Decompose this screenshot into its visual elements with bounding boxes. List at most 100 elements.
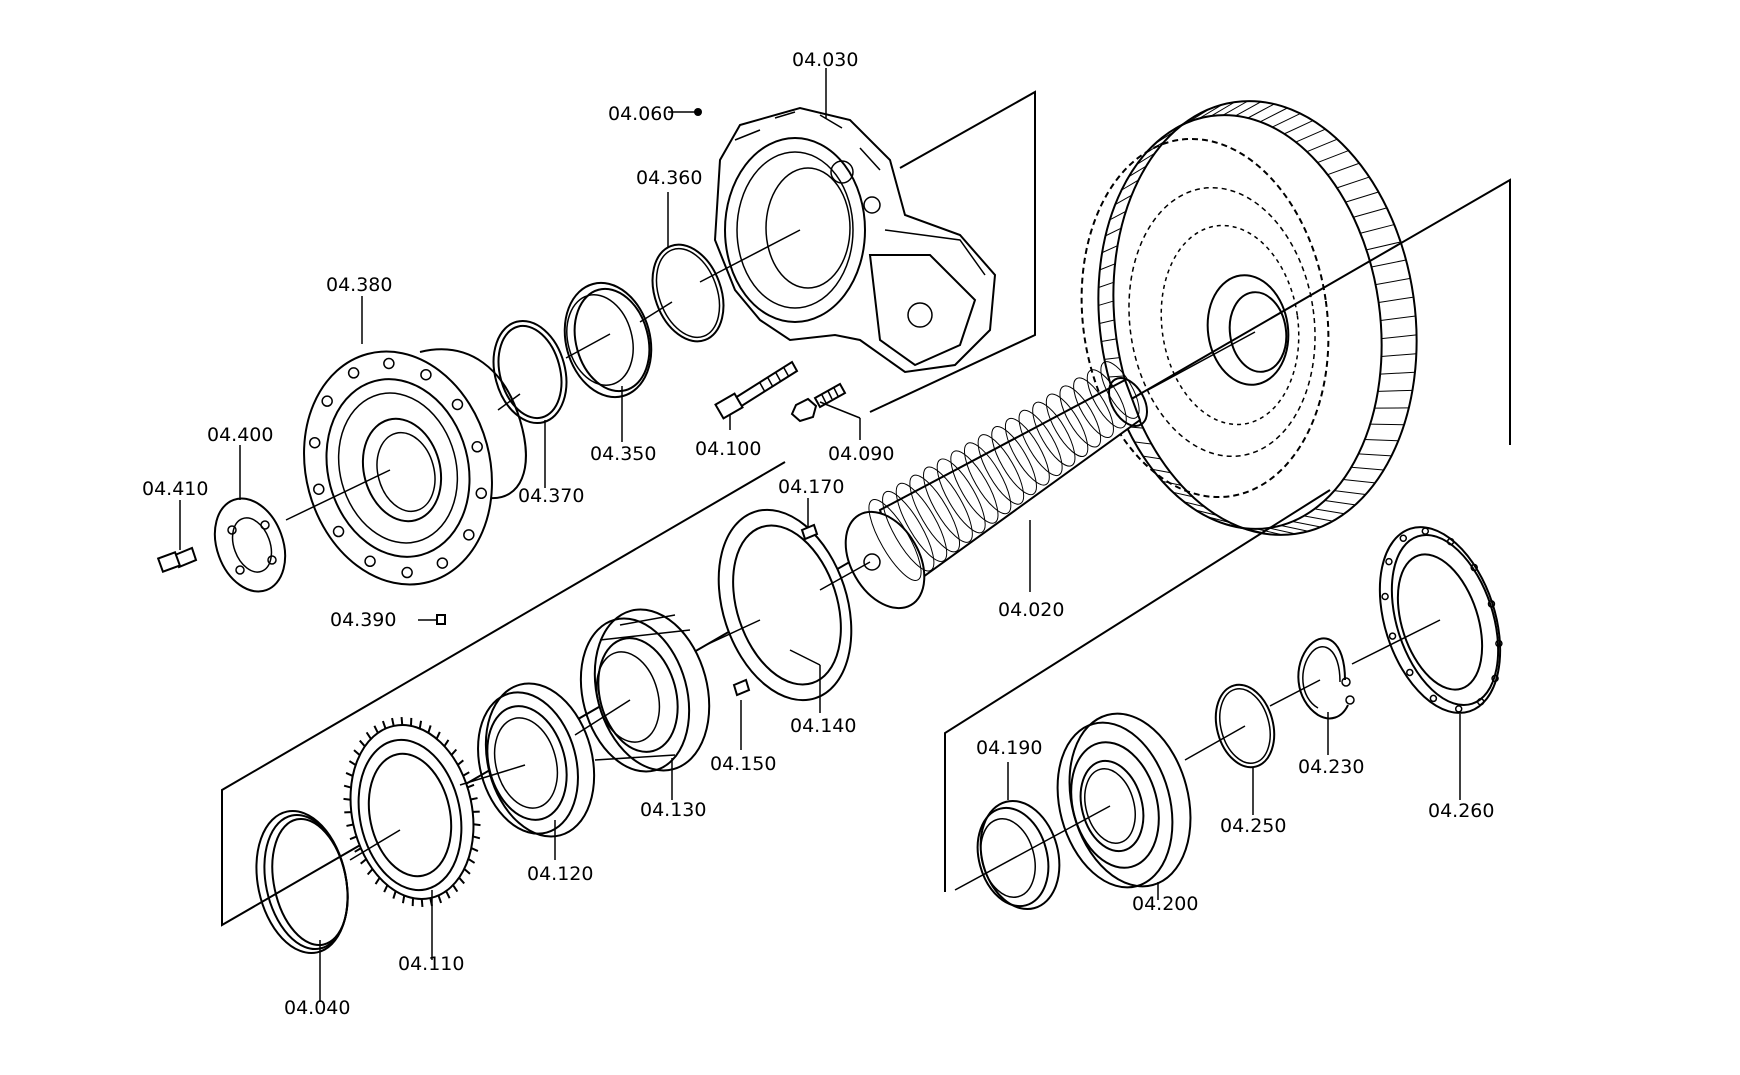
seal-04040-part <box>244 802 360 961</box>
label-04200: 04.200 <box>1132 893 1198 915</box>
spur-gear-tooth <box>349 761 355 765</box>
gear-tooth <box>1328 163 1360 174</box>
label-04140: 04.140 <box>790 715 856 737</box>
spur-gear-tooth <box>360 741 365 747</box>
gear-tooth <box>1365 439 1398 440</box>
spur-gear-tooth <box>350 837 357 840</box>
spur-gear-tooth <box>346 824 353 825</box>
label-04410: 04.410 <box>142 478 208 500</box>
spur-gear-tooth <box>367 732 371 739</box>
spur-gear-tooth <box>467 785 474 788</box>
label-04170: 04.170 <box>778 476 844 498</box>
gear-tooth <box>1376 278 1411 284</box>
stud-04090-part <box>792 384 845 421</box>
label-04400: 04.400 <box>207 424 273 446</box>
spur-gear-tooth <box>463 772 469 776</box>
spur-gear-tooth <box>403 895 404 903</box>
spur-gear-tooth <box>446 891 450 898</box>
spur-gear-tooth <box>453 885 457 892</box>
gear-tooth <box>1353 208 1386 217</box>
gear-tooth <box>1187 109 1209 123</box>
spur-gear-tooth <box>444 740 448 746</box>
spur-gear-tooth <box>376 878 380 884</box>
spur-gear-tooth <box>346 773 353 776</box>
label-04150: 04.150 <box>710 753 776 775</box>
gear-tooth <box>1334 491 1365 495</box>
gear-tooth <box>1360 225 1394 234</box>
gear-tooth <box>1372 260 1407 267</box>
gear-tooth <box>1098 301 1113 305</box>
gear-tooth <box>1315 509 1345 514</box>
washer-04400-part <box>203 489 298 602</box>
gear-tooth <box>1307 139 1337 151</box>
label-04130: 04.130 <box>640 799 706 821</box>
label-04090: 04.090 <box>828 443 894 465</box>
seal-04350-part <box>552 273 663 407</box>
spur-gear-tooth <box>402 717 403 725</box>
gear-tooth <box>1318 151 1349 163</box>
label-04380: 04.380 <box>326 274 392 296</box>
spur-gear-tooth <box>368 869 373 874</box>
gear-tooth <box>1281 525 1308 531</box>
spur-gear-tooth <box>464 869 470 874</box>
gear-tooth <box>1284 121 1313 134</box>
gear-tooth <box>1108 376 1123 377</box>
gear-tooth <box>1102 246 1117 253</box>
shaft-part <box>830 356 1155 622</box>
spur-gear-tooth <box>438 895 441 903</box>
label-04190: 04.190 <box>976 737 1042 759</box>
gear-tooth <box>1137 153 1155 164</box>
gear-tooth <box>1351 467 1383 470</box>
spur-gear-tooth <box>361 859 367 864</box>
label-04040: 04.040 <box>284 997 350 1019</box>
gear-tooth <box>1370 424 1404 425</box>
label-04250: 04.250 <box>1220 815 1286 837</box>
gear-tooth <box>1176 115 1197 128</box>
pin-04150-part <box>734 680 749 695</box>
spur-gear-tooth <box>473 836 480 838</box>
flange-hub-part <box>279 330 526 606</box>
label-04120: 04.120 <box>527 863 593 885</box>
gear-tooth <box>1325 500 1355 504</box>
label-04060: 04.060 <box>608 103 674 125</box>
label-04350: 04.350 <box>590 443 656 465</box>
spur-gear-tooth <box>383 721 386 729</box>
label-04390: 04.390 <box>330 609 396 631</box>
spur-gear-tooth <box>458 760 464 765</box>
housing-part <box>715 108 995 372</box>
bolt-04410-part <box>158 548 196 572</box>
gear-tooth <box>1381 354 1416 357</box>
helical-gear-part <box>1059 81 1444 555</box>
bolt-04100-part <box>715 362 797 418</box>
circlip-04230-part <box>1298 638 1354 718</box>
gear-tooth <box>1293 521 1321 527</box>
spur-gear-tooth <box>354 750 360 755</box>
gear-tooth <box>1100 264 1115 270</box>
gear-tooth <box>1272 114 1300 128</box>
gear-tooth <box>1296 129 1326 142</box>
label-04260: 04.260 <box>1428 800 1494 822</box>
gear-tooth <box>1379 297 1414 302</box>
label-04360: 04.360 <box>636 167 702 189</box>
spur-gear-tooth <box>384 885 387 892</box>
spur-gear-tooth <box>420 721 421 729</box>
label-04020: 04.020 <box>998 599 1064 621</box>
spur-gear-tooth <box>393 891 395 898</box>
gear-tooth <box>1346 192 1379 202</box>
spur-gear-tooth <box>471 848 478 851</box>
bearing-04120-part <box>463 671 610 849</box>
gear-tooth <box>1381 316 1416 321</box>
spur-gear-tooth <box>473 824 480 825</box>
gear-tooth <box>1337 177 1369 188</box>
gear-tooth <box>1382 335 1417 339</box>
spur-gear-tooth <box>344 786 351 788</box>
spur-gear-tooth <box>343 799 350 800</box>
spur-gear-04110-part <box>335 713 489 910</box>
label-04030: 04.030 <box>792 49 858 71</box>
gear-tooth <box>1359 454 1392 456</box>
thrust-washer-04140-part <box>696 493 874 718</box>
gear-tooth <box>1248 104 1274 118</box>
spur-gear-tooth <box>422 899 423 907</box>
